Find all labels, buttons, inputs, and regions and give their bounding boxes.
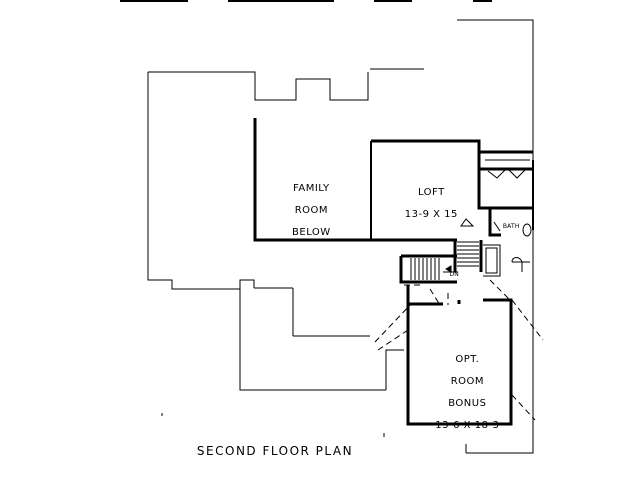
down-arrow-icon: [445, 265, 452, 273]
right-boundary-wall: [457, 19, 534, 454]
family-line-2: ROOM: [294, 205, 329, 216]
toilet-icon: [522, 223, 532, 237]
dn-text: DN: [449, 271, 459, 278]
house-outline: [147, 68, 424, 391]
bonus-line-2: ROOM: [450, 376, 485, 387]
bonus-room-label: OPT. ROOM BONUS 13-6 X 18-3: [416, 343, 504, 442]
plan-title: SECOND FLOOR PLAN: [196, 444, 354, 458]
bonus-dimensions: 13-6 X 18-3: [435, 420, 500, 431]
dn-label: DN: [437, 264, 463, 285]
family-line-3: BELOW: [292, 227, 331, 238]
bath-fixture: [493, 221, 501, 232]
loft-line-1: LOFT: [417, 187, 445, 198]
family-room-wall: [253, 118, 457, 242]
stair-treads: [410, 218, 479, 280]
stair-arrow-icon: [460, 218, 475, 227]
bonus-dashed-eave: [374, 279, 544, 343]
bonus-line-1: OPT.: [455, 354, 480, 365]
bonus-line-3: BONUS: [448, 398, 487, 409]
loft-label: LOFT 13-9 X 15: [382, 176, 466, 231]
bath-text: BATH: [502, 223, 520, 230]
bonus-room-wall: [406, 298, 513, 426]
family-room-label: FAMILY ROOM BELOW: [268, 172, 340, 249]
loft-dimensions: 13-9 X 15: [404, 209, 458, 220]
loft-wall: [371, 139, 533, 210]
bath-label: BATH: [492, 216, 522, 237]
family-line-1: FAMILY: [293, 183, 330, 194]
